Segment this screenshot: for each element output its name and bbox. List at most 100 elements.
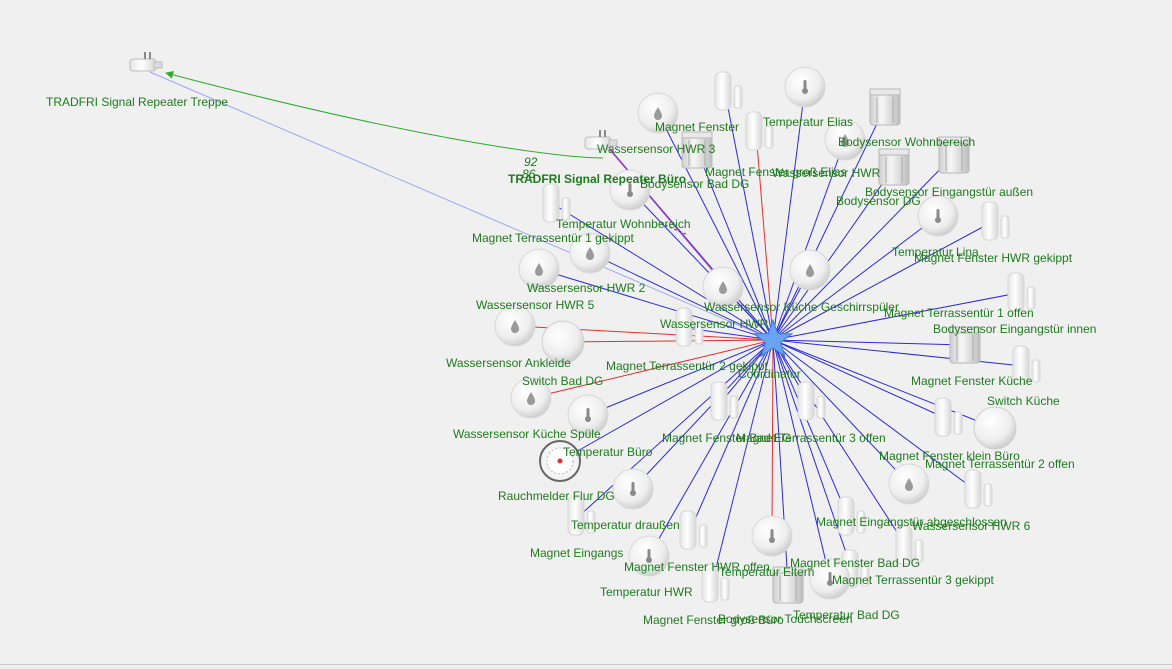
nodes-layer [129, 52, 1041, 604]
contact-sensor-icon[interactable] [837, 496, 866, 536]
repeater-icon[interactable] [584, 130, 618, 150]
star-icon[interactable] [752, 318, 794, 358]
node-label-switch-kueche: Switch Küche [987, 394, 1060, 408]
node-label-wassersensor-hwr-3: Wassersensor HWR 3 [597, 142, 716, 156]
temperature-sensor-icon[interactable] [628, 535, 670, 577]
node-label-magnet-terrassentuer-1-offen: Magnet Terrassentür 1 offen [884, 306, 1034, 320]
contact-sensor-icon[interactable] [542, 183, 571, 223]
water-sensor-icon[interactable] [824, 119, 866, 161]
link-magnet-fenster [724, 91, 774, 341]
motion-sensor-icon[interactable] [869, 88, 901, 126]
node-label-bodysensor-touchscreen: Bodysensor Touchscreen [718, 612, 853, 626]
link-magnet-fenster-bad-dg [772, 339, 907, 547]
link-wassersensor-hwr [772, 139, 846, 341]
water-sensor-icon[interactable] [789, 249, 831, 291]
water-sensor-icon[interactable] [494, 305, 536, 347]
link-lqi-label: 86 [522, 167, 536, 181]
water-sensor-icon[interactable] [702, 266, 744, 308]
bottom-divider [0, 664, 1172, 665]
link-magnet-terrassentuer-2-offen [772, 339, 976, 491]
temperature-sensor-icon[interactable] [567, 394, 609, 436]
link-lqi-label: 92 [524, 155, 538, 169]
motion-sensor-icon[interactable] [938, 136, 970, 174]
node-label-temperatur-eltern: Temperatur Eltern [719, 565, 814, 579]
link-wassersensor-hwr-6 [772, 339, 910, 485]
node-label-magnet-terrassentuer-2-offen: Magnet Terrassentür 2 offen [925, 457, 1075, 471]
node-label-wassersensor-hwr: Wassersensor HWR [772, 166, 881, 180]
temperature-sensor-icon[interactable] [917, 195, 959, 237]
contact-sensor-icon[interactable] [1007, 272, 1036, 312]
node-label-tradfri-signal-repeater-buero: TRADFRI Signal Repeater Büro [508, 172, 686, 186]
link-bodysensor-bad-dg [696, 149, 774, 341]
node-label-rauchmelder-flur-dg: Rauchmelder Flur DG [498, 489, 615, 503]
node-label-temperatur-wohnbereich: Temperatur Wohnbereich [556, 217, 691, 231]
node-label-temperatur-elias: Temperatur Elias [763, 115, 853, 129]
coordinator-label: Coordinator [738, 367, 801, 381]
node-label-magnet-eingangs: Magnet Eingangs [530, 546, 623, 560]
temperature-sensor-icon[interactable] [784, 66, 826, 108]
contact-sensor-icon[interactable] [797, 381, 826, 421]
link-magnet-eingangs [577, 339, 774, 518]
node-label-magnet-eingangstuer-abgeschlossen: Magnet Eingangstür abgeschlossen [816, 515, 1007, 529]
node-label-magnet-terrassentuer-3-offen: Magnet Terrassentür 3 offen [736, 431, 886, 445]
link-temperatur-draussen [632, 339, 774, 490]
temperature-sensor-icon[interactable] [609, 169, 651, 211]
contact-sensor-icon[interactable] [675, 307, 704, 347]
contact-sensor-icon[interactable] [567, 496, 596, 536]
link-wassersensor-hwr-2 [589, 252, 774, 341]
water-sensor-icon[interactable] [637, 92, 679, 134]
repeater-icon[interactable] [129, 52, 163, 72]
motion-sensor-icon[interactable] [878, 148, 910, 186]
contact-sensor-icon[interactable] [964, 469, 993, 509]
water-sensor-icon[interactable] [569, 232, 611, 274]
water-sensor-icon[interactable] [888, 463, 930, 505]
node-label-temperatur-lina: Temperatur Lina [892, 245, 979, 259]
node-label-magnet-fenster-bad-dg: Magnet Fenster Bad DG [790, 556, 920, 570]
link-wassersensor-hwr-3 [657, 112, 774, 341]
link-wassersensor-hwr-5 [538, 268, 774, 341]
motion-sensor-icon[interactable] [772, 566, 804, 604]
link-temperatur-eltern [771, 339, 774, 537]
link-temperatur-buero [587, 339, 774, 416]
contact-sensor-icon[interactable] [1012, 345, 1041, 385]
temperature-sensor-icon[interactable] [751, 515, 793, 557]
motion-sensor-icon[interactable] [681, 131, 713, 169]
link-magnet-eingangstuer-abgeschlossen [772, 339, 849, 518]
motion-sensor-icon[interactable] [949, 326, 981, 364]
link-temperatur-lina [772, 215, 939, 341]
contact-sensor-icon[interactable] [714, 71, 743, 111]
node-label-magnet-terrassentuer-1-gekippt: Magnet Terrassentür 1 gekippt [472, 231, 635, 245]
link-temperatur-bad-dg [772, 339, 831, 580]
contact-sensor-icon[interactable] [934, 397, 963, 437]
node-label-bodysensor-eingangstuer-innen: Bodysensor Eingangstür innen [933, 322, 1096, 336]
switch-icon[interactable] [541, 320, 585, 364]
switch-icon[interactable] [973, 406, 1017, 450]
node-label-magnet-fenster-kueche: Magnet Fenster Küche [911, 374, 1033, 388]
water-sensor-icon[interactable] [510, 377, 552, 419]
link-temperatur-hwr [648, 339, 774, 557]
temperature-sensor-icon[interactable] [612, 468, 654, 510]
node-label-magnet-fenster-hwr-offen: Magnet Fenster HWR offen [624, 560, 770, 574]
link-temperatur-elias [772, 86, 806, 341]
contact-sensor-icon[interactable] [710, 381, 739, 421]
contact-sensor-icon[interactable] [895, 525, 924, 565]
water-sensor-icon[interactable] [518, 248, 560, 290]
contact-sensor-icon[interactable] [745, 111, 774, 151]
node-label-magnet-terrassentuer-2-gekippt: Magnet Terrassentür 2 gekippt [606, 359, 769, 373]
link-rauchmelder-flur-dg [559, 339, 774, 462]
link-bodysensor-dg [772, 166, 895, 341]
contact-sensor-icon[interactable] [679, 510, 708, 550]
temperature-sensor-icon[interactable] [809, 558, 851, 600]
link-switch-bad-dg [562, 339, 774, 343]
contact-sensor-icon[interactable] [701, 563, 730, 603]
smoke-detector-icon[interactable] [539, 440, 581, 482]
link-magnet-fenster-gross-elias [755, 131, 774, 341]
node-label-wassersensor-hwr-6: Wassersensor HWR 6 [912, 519, 1031, 533]
node-label-tradfri-signal-repeater-treppe: TRADFRI Signal Repeater Treppe [46, 95, 228, 109]
node-label-magnet-fenster: Magnet Fenster [655, 120, 739, 134]
node-label-bodysensor-dg: Bodysensor DG [836, 194, 921, 208]
repeater-link-0 [165, 70, 604, 159]
node-label-magnet-fenster-klein-buero: Magnet Fenster klein Büro [879, 449, 1020, 463]
contact-sensor-icon[interactable] [981, 201, 1010, 241]
